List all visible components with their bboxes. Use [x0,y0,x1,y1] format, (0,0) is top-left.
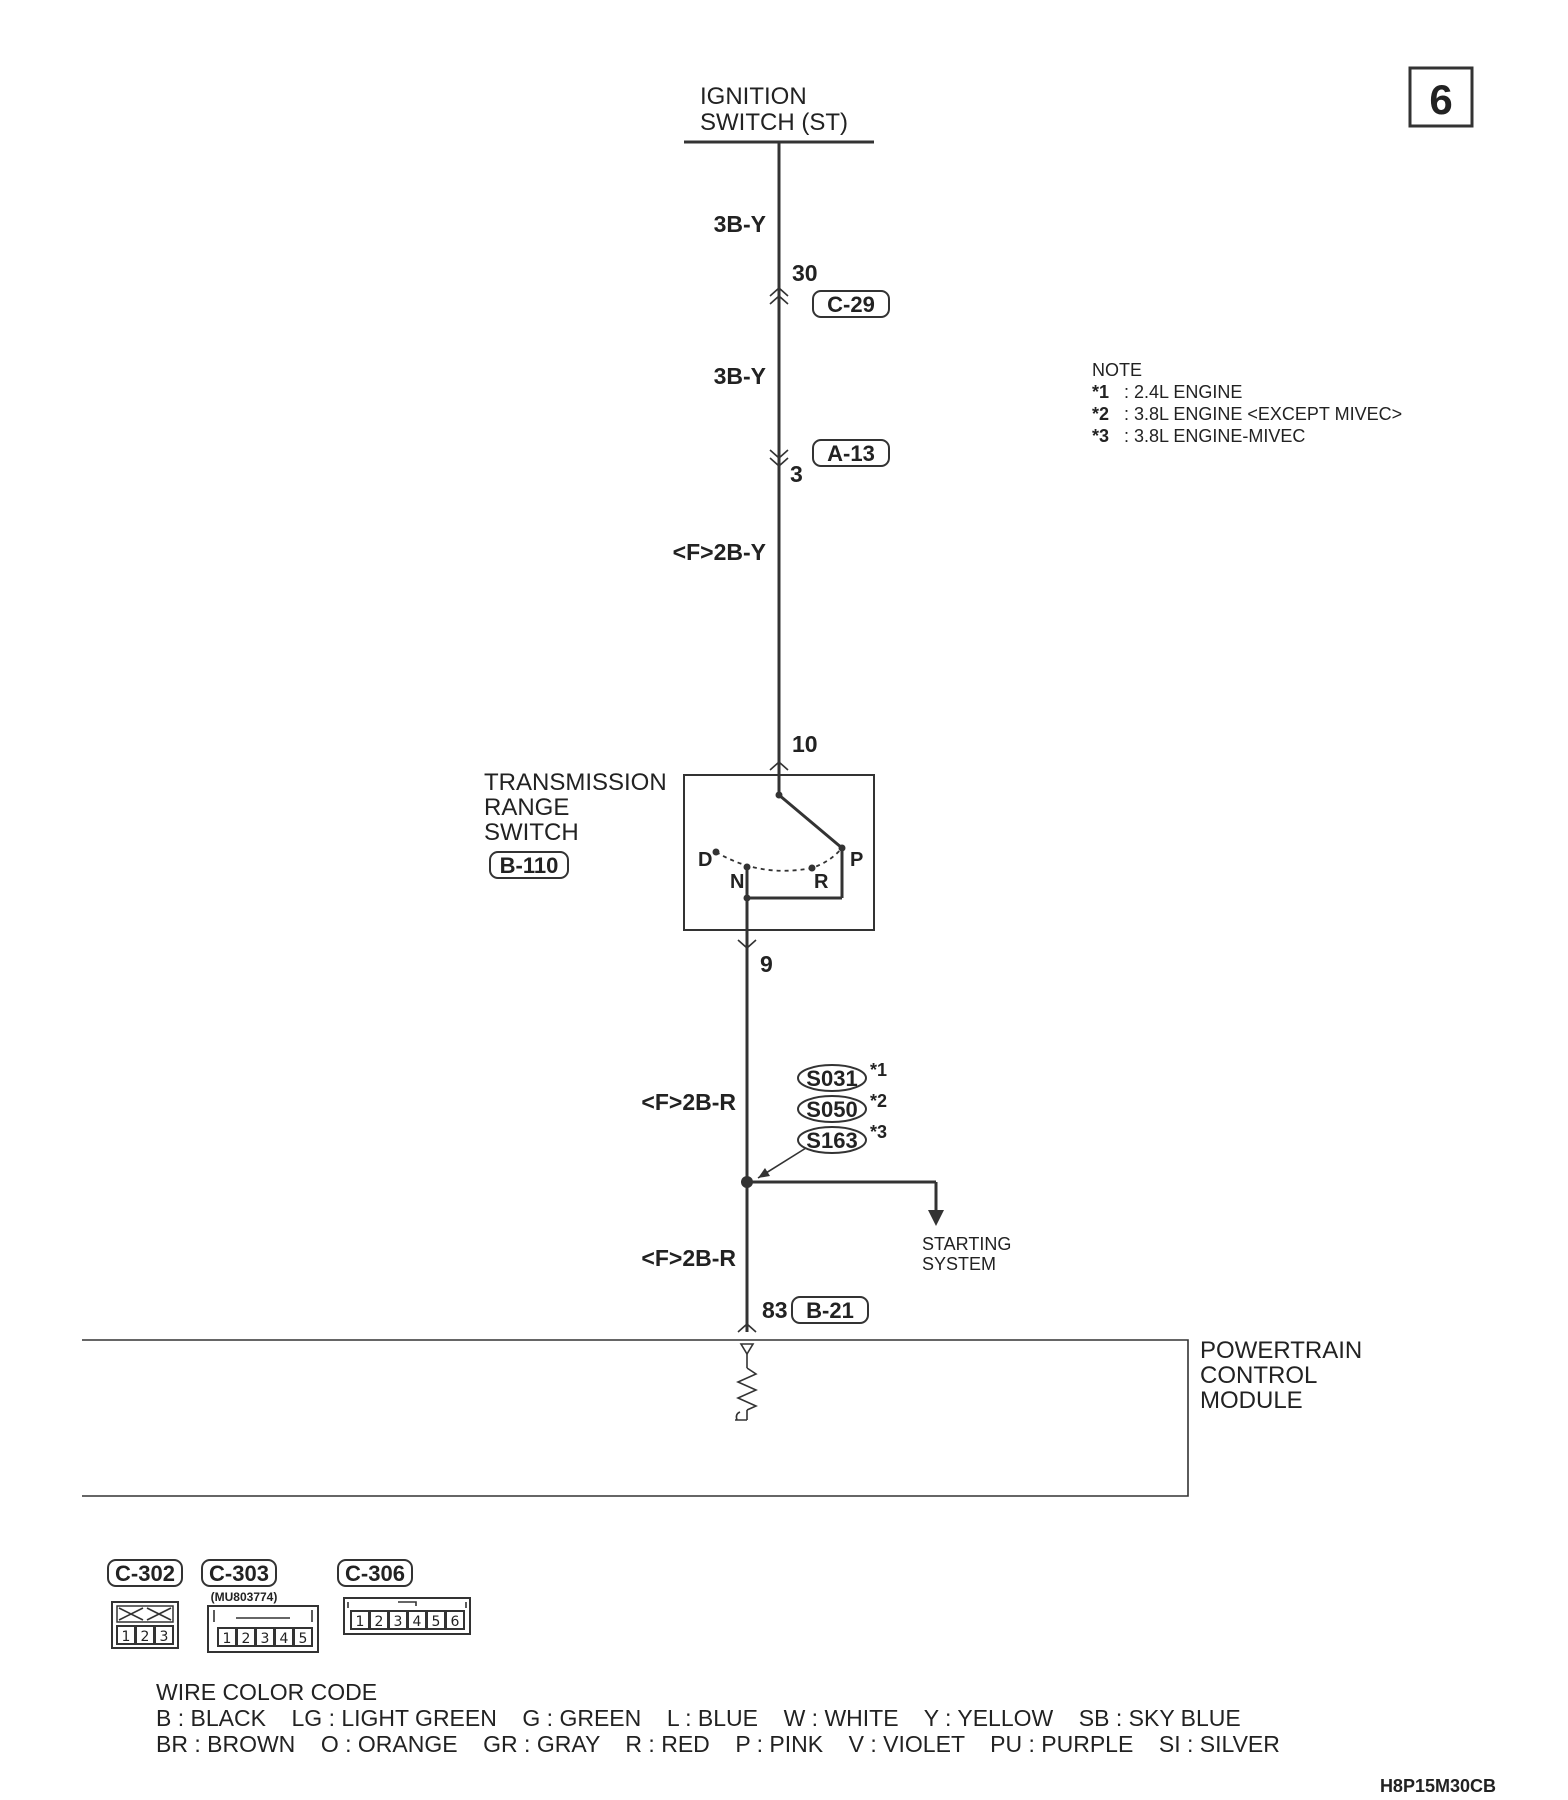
note-item-3-text: : 3.8L ENGINE-MIVEC [1124,426,1305,446]
connector-b-21: 83 B-21 [737,1296,869,1333]
ignition-switch: IGNITION SWITCH (ST) [684,83,874,144]
pcm-label-3: MODULE [1200,1387,1303,1414]
trs-label-3: SWITCH [484,819,579,846]
note-item-1-text: : 2.4L ENGINE [1124,382,1242,402]
c303-pin-4: 4 [280,1631,289,1647]
trs-pos-r: R [814,871,829,893]
wire-color-code-line-2: BR : BROWN O : ORANGE GR : GRAY R : RED … [156,1731,1280,1757]
page-number: 6 [1429,76,1452,123]
c302-pin-3: 3 [160,1629,169,1645]
connector-view-c-303-id: C-303 [209,1561,269,1586]
connector-view-c-306-id: C-306 [345,1561,405,1586]
note-item-3-mark: *3 [1092,426,1109,446]
c306-pin-3: 3 [394,1614,403,1630]
note-block: NOTE *1 : 2.4L ENGINE *2 : 3.8L ENGINE <… [1092,360,1402,446]
c306-pin-2: 2 [375,1614,384,1630]
splice-s050-mark: *2 [870,1091,887,1111]
figure-code: H8P15M30CB [1380,1776,1496,1796]
c306-pin-6: 6 [451,1614,460,1630]
trs-pos-p: P [850,849,863,871]
connector-view-c-302: C-302 1 2 3 [107,1559,183,1649]
c306-pin-1: 1 [356,1614,365,1630]
splice-s031-id: S031 [806,1066,857,1091]
pcm-label-1: POWERTRAIN [1200,1337,1362,1364]
transmission-range-switch: TRANSMISSION RANGE SWITCH B-110 10 D N R… [484,731,875,977]
arrow-down-icon [928,1210,944,1226]
ground-icon [735,1411,747,1421]
trs-pos-d: D [698,849,712,871]
c306-pin-5: 5 [432,1614,441,1630]
note-title: NOTE [1092,360,1142,380]
wire-label-f-2b-r-1: <F>2B-R [641,1089,736,1115]
wire-label-3b-y-1: 3B-Y [714,211,766,237]
note-item-2-mark: *2 [1092,404,1109,424]
note-item-2-text: : 3.8L ENGINE <EXCEPT MIVEC> [1124,404,1402,424]
splice-s031-mark: *1 [870,1060,887,1080]
wire-color-code: WIRE COLOR CODE B : BLACK LG : LIGHT GRE… [156,1679,1280,1757]
wire-label-3b-y-2: 3B-Y [714,363,766,389]
splice-s050-id: S050 [806,1097,857,1122]
connector-a-13: 3 A-13 [769,439,890,487]
connector-b-21-id: B-21 [806,1298,854,1323]
connector-c-29: 30 C-29 [769,260,890,318]
c302-pin-2: 2 [141,1629,150,1645]
powertrain-control-module: POWERTRAIN CONTROL MODULE [82,1337,1362,1497]
splice-s163-id: S163 [806,1128,857,1153]
c303-pin-5: 5 [299,1631,308,1647]
trs-connector-id: B-110 [500,853,559,878]
starting-system-label-1: STARTING [922,1234,1011,1254]
splice-group: S031 *1 S050 *2 S163 *3 [757,1060,887,1179]
connector-c-29-id: C-29 [827,292,875,317]
connector-view-c-306: C-306 1 2 3 4 5 6 [337,1559,471,1635]
c303-pin-1: 1 [223,1631,232,1647]
trs-label-2: RANGE [484,794,569,821]
trs-pos-n: N [730,871,744,893]
splice-s163-mark: *3 [870,1122,887,1142]
wire-label-f-2b-y: <F>2B-Y [673,539,766,565]
note-item-1-mark: *1 [1092,382,1109,402]
connector-views: C-302 1 2 3 C-303 (MU803774) 1 2 3 [107,1559,471,1653]
c306-pin-4: 4 [413,1614,422,1630]
connector-view-c-303-part: (MU803774) [211,1590,278,1604]
page-number-box: 6 [1408,66,1474,128]
connector-c-29-pin: 30 [792,260,818,286]
c303-pin-3: 3 [261,1631,270,1647]
connector-view-c-303: C-303 (MU803774) 1 2 3 4 5 [201,1559,319,1653]
trs-label-1: TRANSMISSION [484,769,667,796]
connector-a-13-pin: 3 [790,461,803,487]
connector-a-13-id: A-13 [827,441,875,466]
ignition-switch-label-1: IGNITION [700,83,807,110]
connector-view-c-302-id: C-302 [115,1561,175,1586]
trs-pin-in: 10 [792,731,818,757]
starting-system-label-2: SYSTEM [922,1254,996,1274]
ignition-switch-label-2: SWITCH (ST) [700,109,848,136]
pcm-label-2: CONTROL [1200,1362,1317,1389]
c303-pin-2: 2 [242,1631,251,1647]
wire-color-code-title: WIRE COLOR CODE [156,1679,377,1705]
wire-label-f-2b-r-2: <F>2B-R [641,1245,736,1271]
trs-pin-out: 9 [760,951,773,977]
connector-b-21-pin: 83 [762,1297,788,1323]
wire-color-code-line-1: B : BLACK LG : LIGHT GREEN G : GREEN L :… [156,1705,1241,1731]
resistor-icon [736,1367,758,1411]
c302-pin-1: 1 [122,1629,131,1645]
